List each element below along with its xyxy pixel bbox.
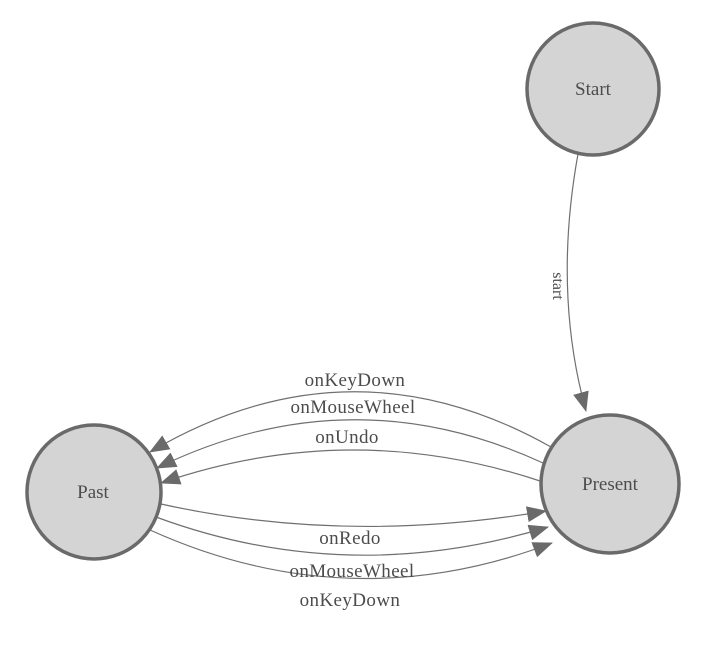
state-circle-present	[539, 413, 681, 555]
edge-label-onmousewheel-top: onMouseWheel	[290, 397, 415, 418]
state-circle-past	[25, 423, 163, 561]
edge-label-onkeydown-bottom: onKeyDown	[300, 590, 401, 611]
state-circle-start	[525, 21, 661, 157]
edge-present-to-past-onundo	[160, 449, 541, 485]
edge-present-to-past-onkeydown	[149, 391, 552, 453]
edge-past-to-present-onkeydown	[149, 529, 553, 580]
edge-label-onundo: onUndo	[315, 427, 379, 448]
edge-start-to-present	[566, 153, 589, 412]
state-label-present: Present	[582, 474, 639, 495]
state-label-start: Start	[575, 79, 612, 100]
state-node-past: Past	[25, 423, 163, 561]
edge-label-onredo: onRedo	[319, 528, 381, 549]
edge-past-to-present-onmousewheel	[155, 516, 549, 556]
edge-label-start: start	[549, 272, 566, 300]
state-label-past: Past	[77, 482, 109, 503]
state-node-start: Start	[525, 21, 661, 157]
edge-past-to-present-onredo	[160, 503, 547, 528]
edge-label-onmousewheel-bottom: onMouseWheel	[289, 561, 414, 582]
edge-present-to-past-onmousewheel	[156, 419, 544, 469]
state-node-present: Present	[539, 413, 681, 555]
edge-label-onkeydown-top: onKeyDown	[305, 370, 406, 391]
